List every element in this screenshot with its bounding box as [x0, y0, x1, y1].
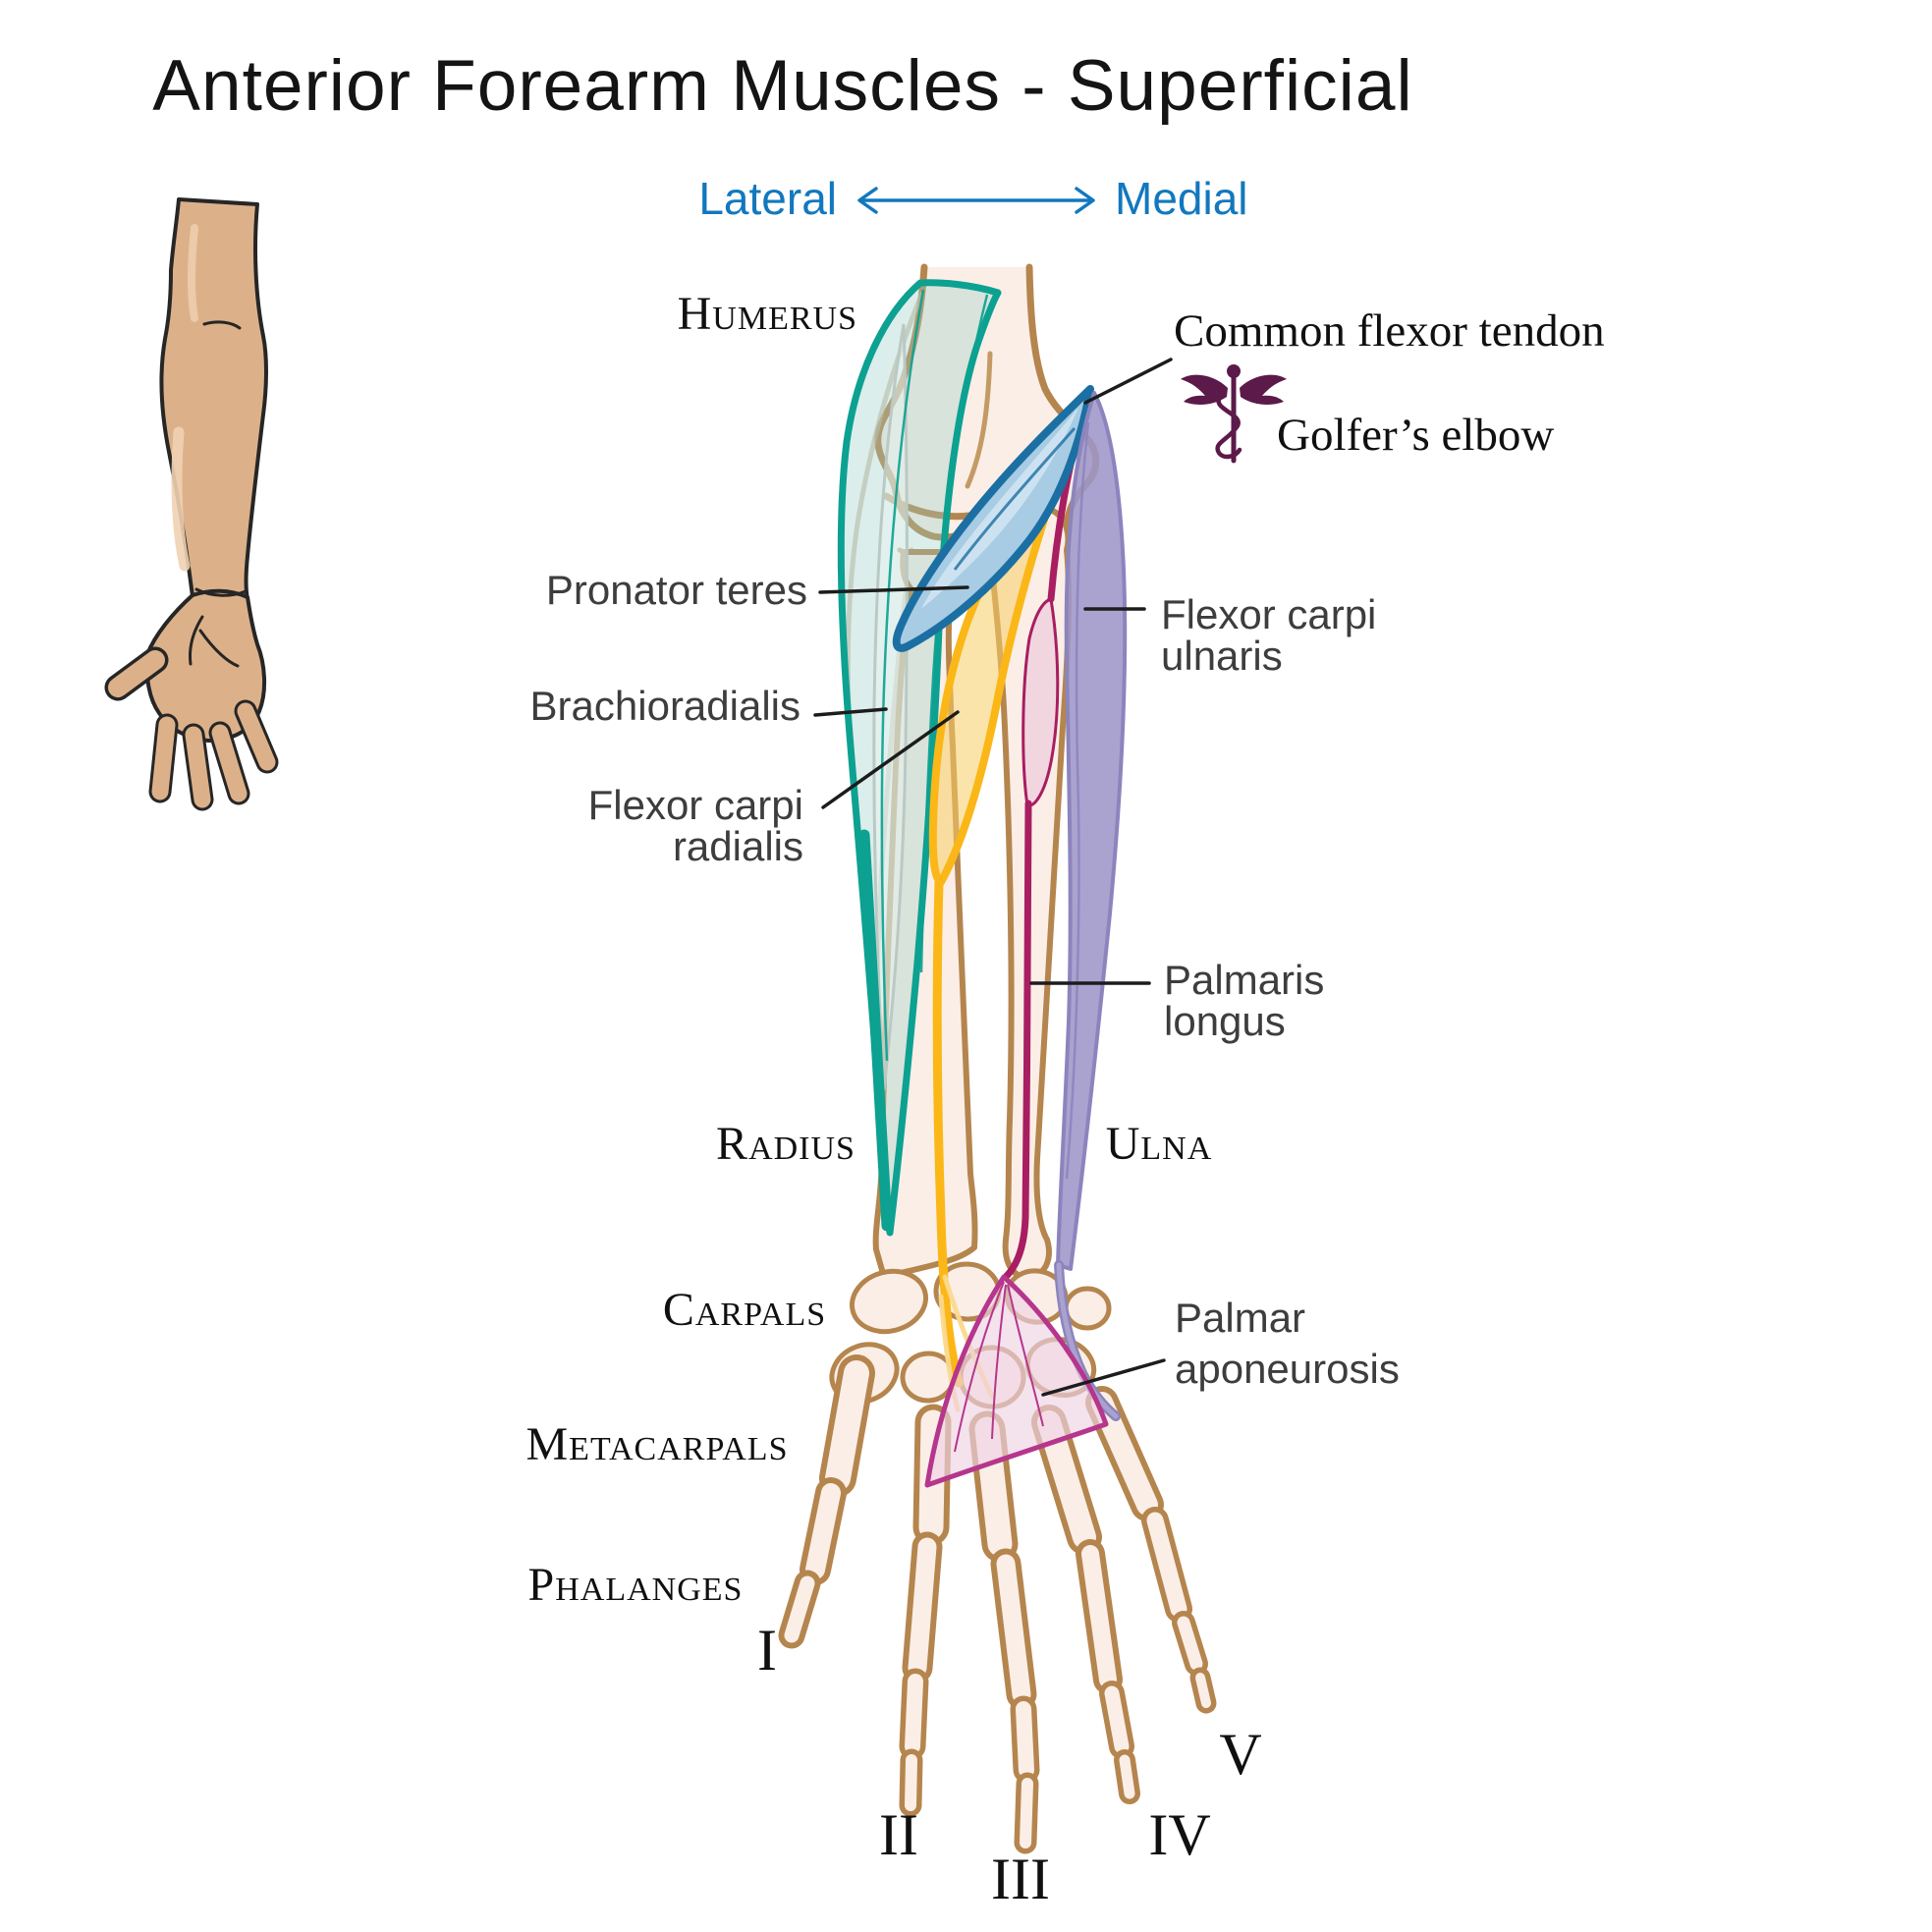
flexor-carpi-ulnaris-label-line2: ulnaris — [1161, 633, 1283, 679]
pronator-teres-highlight — [921, 408, 1078, 609]
leader-common-flexor-tendon — [1083, 358, 1173, 405]
palmar-aponeurosis-fan-lines — [954, 1281, 1044, 1453]
flexor-carpi-ulnaris-fiber — [1065, 421, 1090, 1180]
flexor-carpi-radialis-label-line2: radialis — [673, 823, 803, 869]
digit-label-4: IV — [1148, 1802, 1210, 1867]
brachioradialis-tendon — [858, 829, 893, 1232]
arm-highlight — [171, 426, 191, 572]
double-headed-arrow-icon — [857, 187, 1095, 214]
flexor-carpi-ulnaris-label-line1: Flexor carpi — [1161, 591, 1376, 637]
leader-lines — [813, 358, 1173, 1397]
phalanges-label: Phalanges — [528, 1559, 744, 1611]
muscle-layer — [837, 279, 1128, 1488]
common-flexor-tendon-label: Common flexor tendon — [1174, 305, 1605, 357]
brachioradialis-label: Brachioradialis — [530, 683, 800, 729]
caduceus-icon — [1181, 364, 1287, 464]
flexor-carpi-radialis-tendon — [932, 877, 964, 1388]
palmaris-longus-tendon — [1002, 800, 1032, 1281]
radius-label: Radius — [716, 1118, 856, 1170]
arm-crease-lines — [189, 320, 248, 668]
arm-highlight-upper — [188, 224, 198, 322]
reference-arm-illustration — [104, 197, 279, 811]
golfers-elbow-label: Golfer’s elbow — [1277, 410, 1554, 461]
humerus-label: Humerus — [678, 288, 857, 340]
medial-label: Medial — [1115, 173, 1248, 224]
digit-label-3: III — [991, 1847, 1050, 1911]
leader-brachioradialis — [813, 707, 888, 717]
palmar-aponeurosis-shape — [924, 1274, 1109, 1488]
orientation-indicator: Lateral Medial — [698, 173, 1247, 224]
ulna-label: Ulna — [1106, 1118, 1213, 1170]
leader-flexor-carpi-radialis — [821, 710, 960, 809]
palmaris-longus-label-line1: Palmaris — [1164, 957, 1324, 1003]
digit-label-5: V — [1219, 1722, 1261, 1787]
pronator-teres-fiber — [953, 427, 1076, 571]
metacarpals-label: Metacarpals — [526, 1418, 789, 1470]
palmar-aponeurosis-label-line2: aponeurosis — [1175, 1346, 1400, 1392]
pronator-teres-label: Pronator teres — [546, 567, 807, 613]
flexor-carpi-radialis-label-line1: Flexor carpi — [588, 782, 803, 828]
leader-palmar-aponeurosis — [1041, 1358, 1166, 1397]
leader-pronator-teres — [818, 585, 969, 594]
digit-label-2: II — [879, 1802, 918, 1867]
lateral-label: Lateral — [698, 173, 837, 224]
palmar-aponeurosis-label-line1: Palmar — [1175, 1295, 1305, 1341]
page-title: Anterior Forearm Muscles - Superficial — [152, 46, 1412, 126]
arm-fingers — [104, 646, 279, 811]
ulna-outline — [985, 502, 1073, 1280]
palmaris-longus-label-line2: longus — [1164, 998, 1286, 1044]
brachioradialis-fiber-lines — [880, 289, 989, 1062]
carpals-label: Carpals — [663, 1284, 826, 1336]
digit-label-1: I — [757, 1618, 777, 1683]
